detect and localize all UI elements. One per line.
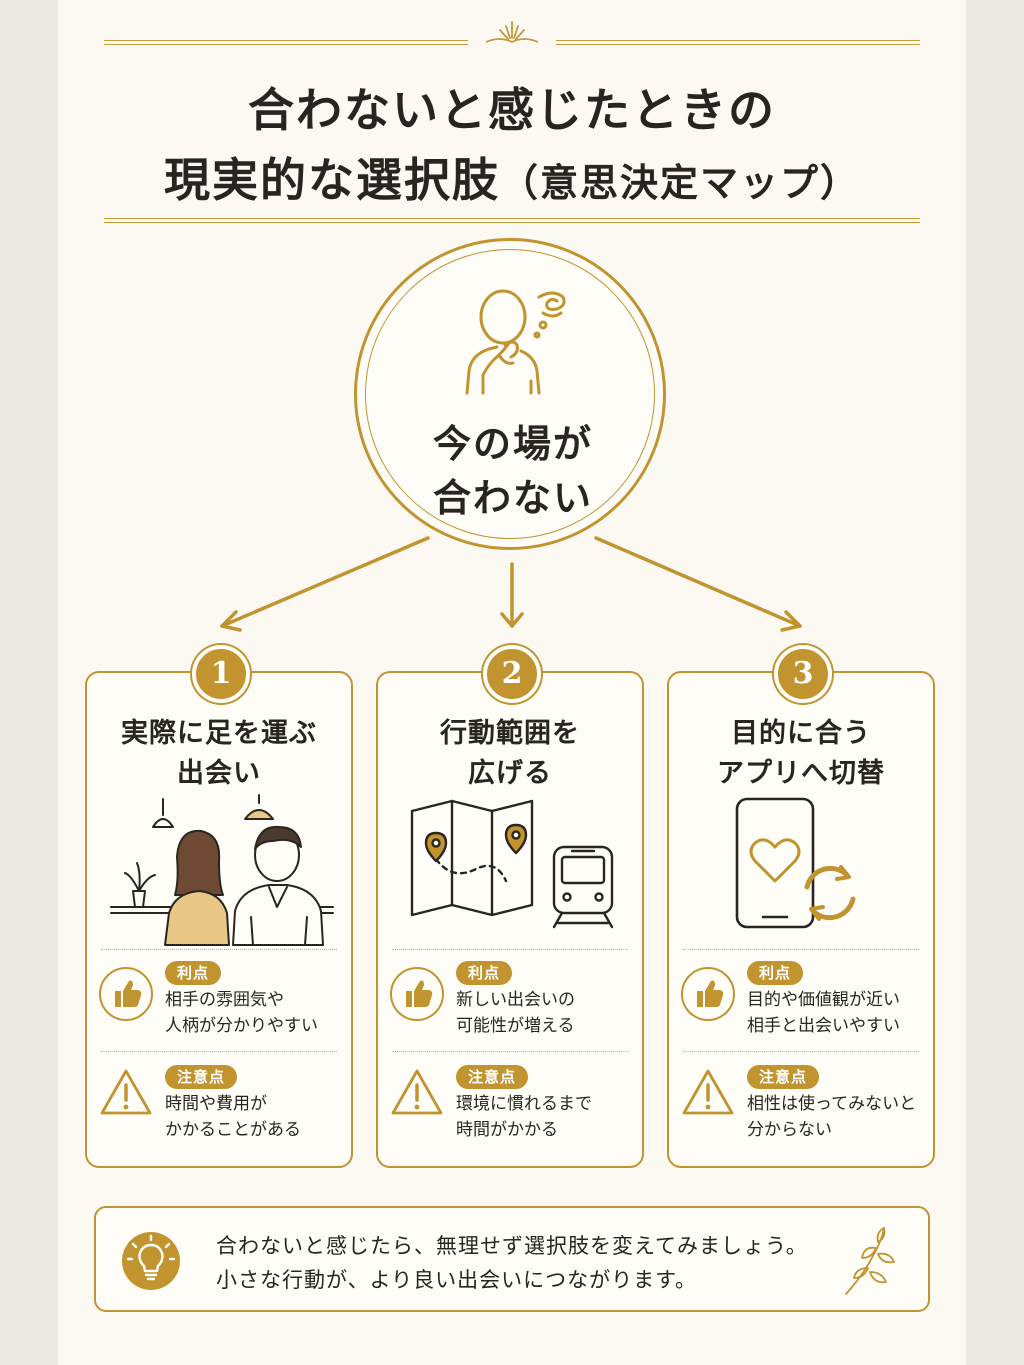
warning-icon [391,1069,443,1115]
card-divider [683,1051,919,1052]
card-title-line-2: アプリへ切替 [717,758,885,789]
card-title-line-1: 行動範囲を [440,718,580,749]
card-title-line-2: 出会い [177,758,261,789]
benefit-text-line-1: 目的や価値観が近い [747,990,900,1010]
thumbs-up-icon [115,980,142,1007]
benefit-text-line-2: 可能性が増える [456,1016,575,1036]
card-title-line-1: 実際に足を運ぶ [121,718,317,749]
card-divider [101,949,337,950]
caution-label: 注意点 [456,1065,529,1089]
card-divider [683,949,919,950]
option-number-badge: 1 [192,645,250,703]
card-divider [101,1051,337,1052]
warning-icon [100,1069,152,1115]
benefit-label: 利点 [747,961,804,985]
title-paren: （意思決定マップ） [499,160,860,205]
caution-text-line-2: 分からない [747,1120,832,1140]
arrow-to-card-1 [220,536,430,628]
map-and-train-illustration [410,799,614,929]
benefit-text-line-2: 相手と出会いやすい [747,1016,900,1036]
footer-text-line-1: 合わないと感じたら、無理せず選択肢を変えてみましょう。 [216,1234,808,1258]
card-title-line-1: 目的に合う [731,718,871,749]
title-underline [104,218,920,223]
caution-text-line-1: 環境に慣れるまで [456,1094,592,1114]
phone-heart-switch-illustration [735,797,856,929]
footer-message-box: 合わないと感じたら、無理せず選択肢を変えてみましょう。 小さな行動が、より良い出… [94,1206,930,1312]
card-title-line-2: 広げる [468,758,552,789]
benefit-text-line-1: 相手の雰囲気や [165,990,284,1010]
card-divider [392,949,628,950]
option-number-badge: 3 [774,645,832,703]
benefit-icon-wrap [99,967,153,1021]
benefit-label: 利点 [165,961,222,985]
thumbs-up-icon [406,980,433,1007]
thumbs-up-icon [697,980,724,1007]
thinking-person-icon [465,289,566,395]
lightbulb-icon [126,1234,176,1281]
footer-text-line-2: 小さな行動が、より良い出会いにつながります。 [216,1268,698,1292]
hub-circle: 今の場が 合わない [354,238,666,550]
title-line-2: 現実的な選択肢（意思決定マップ） [0,144,1024,210]
benefit-icon-wrap [390,967,444,1021]
option-card-1: 1 実際に足を運ぶ 出会い [85,645,353,1168]
benefit-icon-wrap [681,967,735,1021]
caution-label: 注意点 [747,1065,820,1089]
benefit-text-line-1: 新しい出会いの [456,990,575,1010]
caution-text-line-2: 時間がかかる [456,1120,558,1140]
option-number-badge: 2 [483,645,541,703]
caution-text-line-1: 相性は使ってみないと [747,1094,917,1114]
title-main: 現実的な選択肢 [163,153,500,207]
caution-text-line-2: かかることがある [165,1120,301,1140]
top-ornament-line-right [556,40,920,45]
card-divider [392,1051,628,1052]
hub-text-line-2: 合わない [432,476,593,520]
benefit-label: 利点 [456,961,513,985]
title-line-1: 合わないと感じたときの [248,83,776,137]
top-ornament-flourish-icon [485,21,539,44]
caution-label: 注意点 [165,1065,238,1089]
option-card-3: 3 目的に合う アプリへ切替 利点 目的や価値観が近い 相手と出会いやすい 注意… [667,645,935,1168]
benefit-text-line-2: 人柄が分かりやすい [165,1016,318,1036]
caution-text-line-1: 時間や費用が [165,1094,267,1114]
leaf-branch-icon [845,1227,895,1295]
warning-icon [682,1069,734,1115]
arrow-to-card-3 [594,536,802,628]
people-meeting-illustration [110,794,334,946]
branch-arrows [220,536,802,632]
top-ornament-line-left [104,40,468,45]
option-card-2: 2 行動範囲を 広げる 利点 新しい出会いの [376,645,644,1168]
hub-text-line-1: 今の場が [432,422,593,466]
lightbulb-icon-wrap [122,1232,180,1290]
